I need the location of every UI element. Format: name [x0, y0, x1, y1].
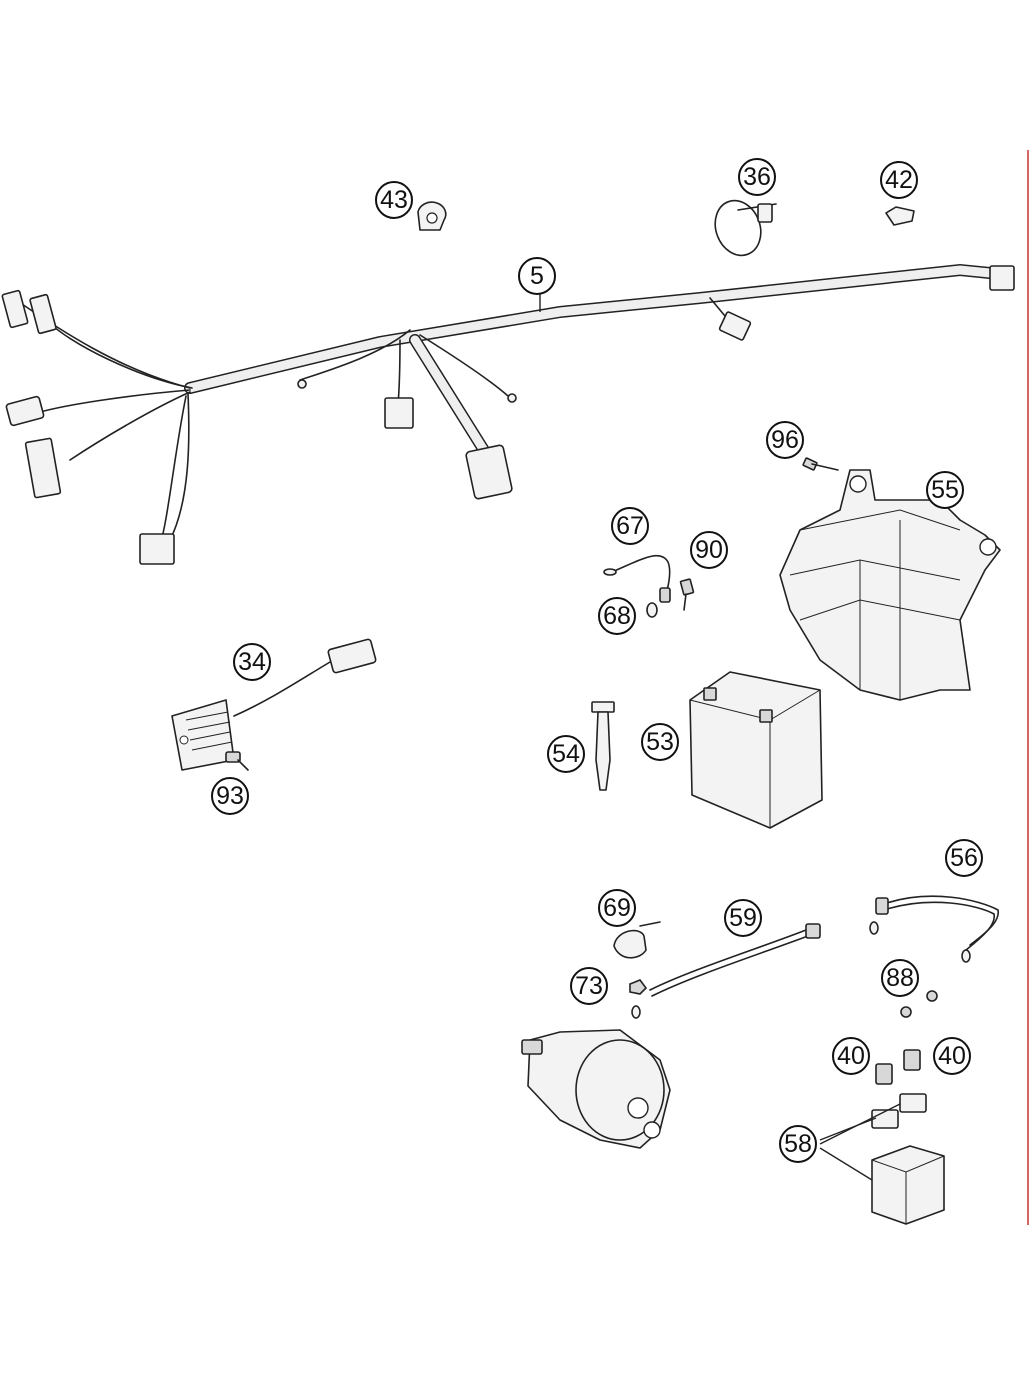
svg-text:54: 54	[552, 740, 580, 768]
fuse-clip-part[interactable]	[591, 701, 615, 791]
svg-text:59: 59	[729, 904, 757, 932]
battery-cable-56[interactable]	[869, 895, 999, 963]
callout-90: 90	[690, 531, 728, 569]
battery-holder-part[interactable]	[779, 469, 1001, 701]
svg-text:88: 88	[886, 964, 914, 992]
callout-55: 55	[926, 471, 964, 509]
cable-clip-part[interactable]	[417, 201, 447, 231]
callout-5: 5	[518, 257, 556, 295]
callout-68: 68	[598, 597, 636, 635]
fuse-part-40[interactable]	[875, 1049, 921, 1085]
screw-part-93[interactable]	[225, 751, 249, 771]
svg-text:53: 53	[646, 728, 674, 756]
screw-part-90[interactable]	[679, 578, 695, 611]
callout-67: 67	[611, 507, 649, 545]
voltage-regulator-part[interactable]	[171, 638, 377, 771]
callout-36: 36	[738, 158, 776, 196]
callout-43: 43	[375, 181, 413, 219]
starter-relay-part[interactable]	[871, 1093, 945, 1225]
svg-text:56: 56	[950, 844, 978, 872]
svg-text:93: 93	[216, 782, 244, 810]
callout-40-right: 40	[933, 1037, 971, 1075]
svg-text:42: 42	[885, 166, 913, 194]
callout-42: 42	[880, 161, 918, 199]
battery-part[interactable]	[689, 671, 823, 829]
callout-56: 56	[945, 839, 983, 877]
svg-text:58: 58	[784, 1130, 812, 1158]
callout-59: 59	[724, 899, 762, 937]
callout-58: 58	[779, 1125, 817, 1163]
screw-part-96[interactable]	[802, 457, 839, 471]
svg-text:96: 96	[771, 426, 799, 454]
ground-cable-part[interactable]	[603, 554, 671, 603]
svg-text:40: 40	[837, 1042, 865, 1070]
callout-53: 53	[641, 723, 679, 761]
svg-text:5: 5	[530, 262, 544, 290]
small-clip-part[interactable]	[885, 206, 915, 226]
svg-text:40: 40	[938, 1042, 966, 1070]
callout-54: 54	[547, 735, 585, 773]
svg-text:36: 36	[743, 163, 771, 191]
svg-text:90: 90	[695, 536, 723, 564]
washer-part-68[interactable]	[646, 602, 658, 618]
cable-tie-part[interactable]	[708, 194, 777, 262]
callout-34: 34	[233, 643, 271, 681]
svg-text:34: 34	[238, 648, 266, 676]
svg-text:68: 68	[603, 602, 631, 630]
svg-text:67: 67	[616, 512, 644, 540]
screw-part-88[interactable]	[900, 990, 938, 1018]
svg-text:73: 73	[575, 972, 603, 1000]
svg-text:69: 69	[603, 894, 631, 922]
svg-text:43: 43	[380, 186, 408, 214]
terminal-cap-part[interactable]	[613, 921, 661, 959]
callout-40-left: 40	[832, 1037, 870, 1075]
starter-cable-59[interactable]	[631, 923, 821, 1019]
callout-88: 88	[881, 959, 919, 997]
callout-69: 69	[598, 889, 636, 927]
callout-96: 96	[766, 421, 804, 459]
svg-text:55: 55	[931, 476, 959, 504]
main-wiring-harness[interactable]	[1, 263, 1015, 565]
starter-motor[interactable]	[521, 1029, 671, 1149]
nut-part[interactable]	[629, 979, 648, 995]
callout-93: 93	[211, 777, 249, 815]
leader-lines	[539, 294, 901, 1181]
callout-73: 73	[570, 967, 608, 1005]
